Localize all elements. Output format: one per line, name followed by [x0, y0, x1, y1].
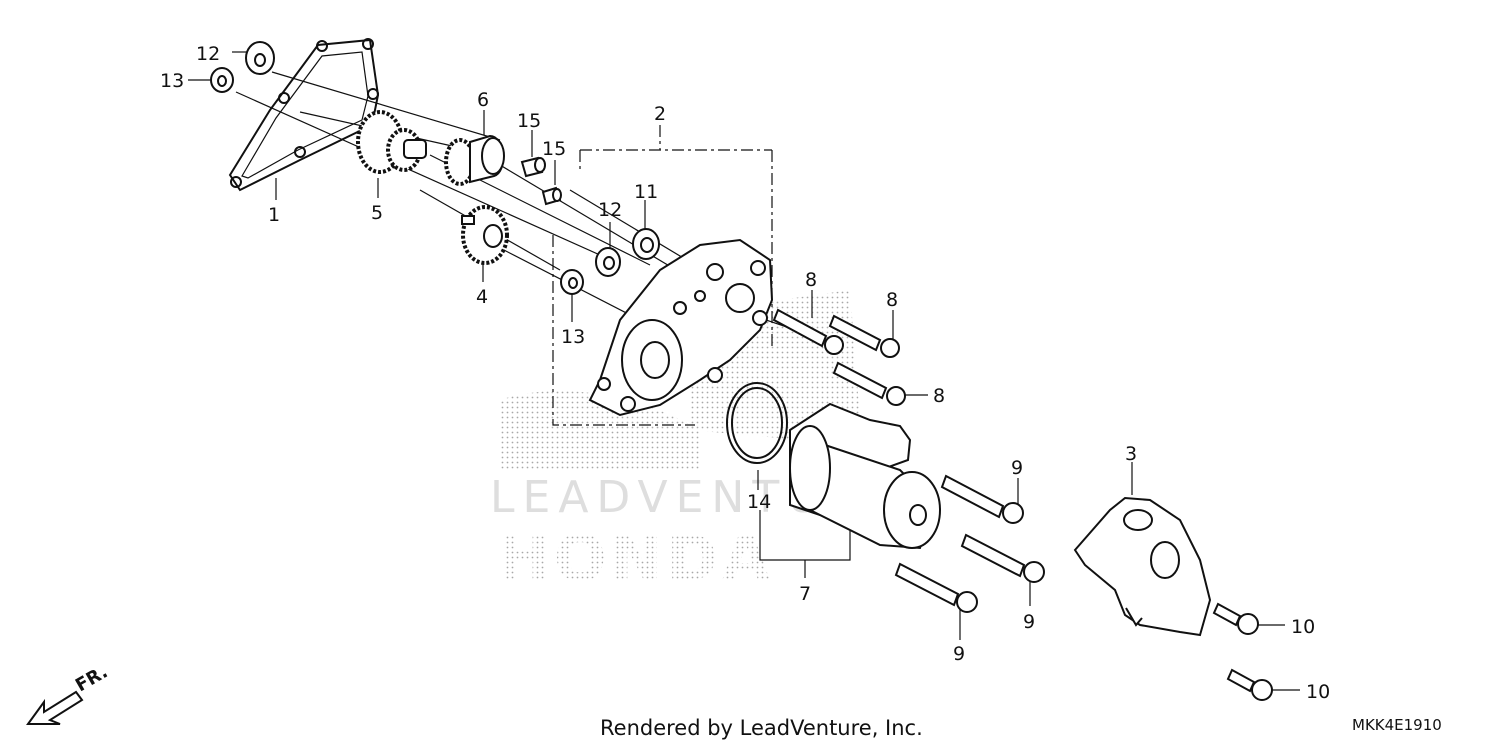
callout-11: 11	[634, 181, 658, 203]
callout-13-top: 13	[160, 70, 184, 92]
bolt-part-8-b	[828, 314, 900, 358]
watermark-brand: HONDA	[498, 522, 774, 595]
callout-13-middle: 13	[561, 326, 585, 348]
washer-part-12-middle	[595, 247, 621, 277]
front-direction-arrow-icon: FR.	[26, 661, 111, 725]
bolt-part-8-c	[832, 361, 906, 406]
bolt-part-9-b	[960, 533, 1045, 583]
callout-10-b: 10	[1306, 681, 1330, 703]
callout-5: 5	[371, 202, 383, 224]
gear-part-6	[444, 134, 505, 186]
gear-part-4	[461, 205, 509, 265]
callout-12-middle: 12	[598, 199, 622, 221]
render-credit: Rendered by LeadVenture, Inc.	[600, 716, 923, 740]
callout-9-b: 9	[1023, 611, 1035, 633]
callout-9-a: 9	[1011, 457, 1023, 479]
gear-part-5	[356, 110, 427, 174]
seal-part-11	[632, 228, 660, 260]
bolt-part-10-a	[1212, 602, 1259, 635]
callout-7: 7	[799, 583, 811, 605]
front-marker-label: FR.	[72, 661, 111, 696]
gearbox-housing-part-2	[588, 238, 774, 417]
washer-part-13-top	[210, 67, 234, 93]
callout-14: 14	[747, 491, 771, 513]
dowel-pins-part-15	[520, 156, 562, 206]
bolt-part-8-a	[772, 308, 844, 355]
callout-8-b: 8	[886, 289, 898, 311]
callout-10-a: 10	[1291, 616, 1315, 638]
o-ring-part-14	[726, 382, 788, 464]
callout-3: 3	[1125, 443, 1137, 465]
diagram-code: MKK4E1910	[1352, 716, 1442, 734]
gasket-part-1	[228, 38, 380, 192]
bolt-part-9-a	[940, 474, 1024, 524]
callout-12-top: 12	[196, 43, 220, 65]
bolt-part-9-c	[894, 562, 978, 613]
callout-15-b: 15	[542, 138, 566, 160]
motor-part-7	[789, 402, 941, 550]
callout-8-a: 8	[805, 269, 817, 291]
bolt-part-10-b	[1226, 668, 1273, 701]
callout-6: 6	[477, 89, 489, 111]
washer-part-12-top	[245, 41, 275, 75]
callout-9-c: 9	[953, 643, 965, 665]
cover-part-3	[1073, 496, 1212, 637]
callout-8-c: 8	[933, 385, 945, 407]
callout-labels: 1 2 3 4 5 6 7 8 8 8 9 9 9 10 10 11 12 12…	[160, 43, 1330, 703]
callout-15-a: 15	[517, 110, 541, 132]
callout-1: 1	[268, 204, 280, 226]
callout-4: 4	[476, 286, 488, 308]
washer-part-13-middle	[560, 269, 584, 295]
callout-2: 2	[654, 103, 666, 125]
